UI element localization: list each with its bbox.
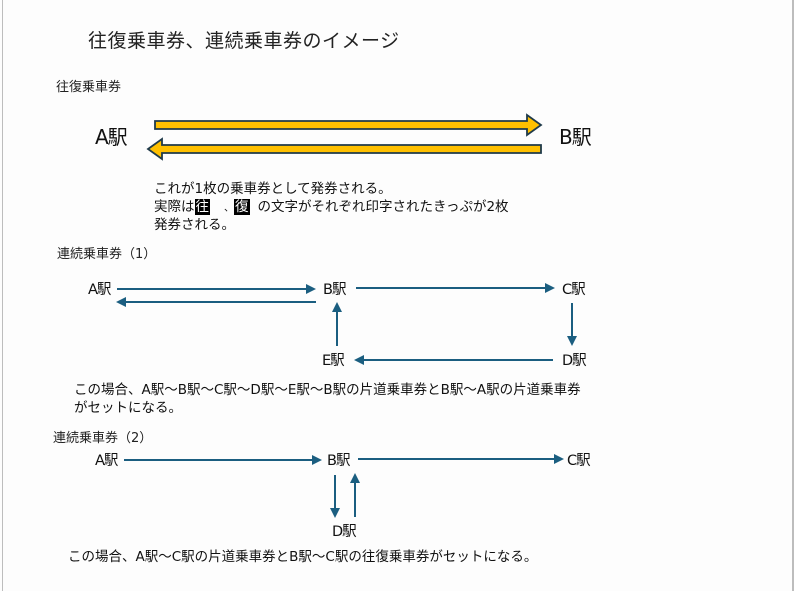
outbound-highlight: 往 xyxy=(194,199,210,215)
continuous2-heading: 連続乗車券（2） xyxy=(53,431,153,446)
round-trip-outbound-arrow xyxy=(154,113,543,137)
continuous2-station-d: D駅 xyxy=(332,524,357,540)
round-trip-description-line1: これが1枚の乗車券として発券される。 xyxy=(154,181,392,197)
description-suffix: の文字がそれぞれ印字されたきっぷが2枚 xyxy=(257,199,509,215)
page-border-right xyxy=(792,0,794,591)
page-title: 往復乗車券、連続乗車券のイメージ xyxy=(88,30,400,52)
continuous2-station-c: C駅 xyxy=(567,453,591,469)
round-trip-station-a: A駅 xyxy=(95,125,128,149)
round-trip-description-line2: 実際は往 、復の文字がそれぞれ印字されたきっぷが2枚 xyxy=(154,199,509,215)
continuous1-station-b: B駅 xyxy=(323,282,346,298)
continuous1-station-e: E駅 xyxy=(322,353,345,369)
continuous1-note-line1: この場合、A駅～B駅～C駅～D駅～E駅～B駅の片道乗車券とB駅～A駅の片道乗車券 xyxy=(74,382,581,398)
round-trip-heading: 往復乗車券 xyxy=(56,80,122,95)
continuous1-note-line2: がセットになる。 xyxy=(74,400,182,416)
description-separator: 、 xyxy=(224,203,234,214)
continuous2-note: この場合、A駅～C駅の片道乗車券とB駅～C駅の往復乗車券がセットになる。 xyxy=(68,549,538,565)
round-trip-description-line3: 発券される。 xyxy=(154,217,235,233)
return-highlight: 復 xyxy=(234,199,250,215)
round-trip-return-arrow xyxy=(146,137,542,161)
continuous1-station-c: C駅 xyxy=(562,282,586,298)
description-prefix: 実際は xyxy=(154,199,195,215)
continuous1-heading: 連続乗車券（1） xyxy=(57,247,157,262)
page-border-left xyxy=(2,0,3,591)
continuous2-station-b: B駅 xyxy=(327,453,350,469)
continuous1-station-d: D駅 xyxy=(562,353,587,369)
continuous2-station-a: A駅 xyxy=(95,453,118,469)
continuous1-station-a: A駅 xyxy=(88,282,111,298)
round-trip-station-b: B駅 xyxy=(559,125,592,149)
